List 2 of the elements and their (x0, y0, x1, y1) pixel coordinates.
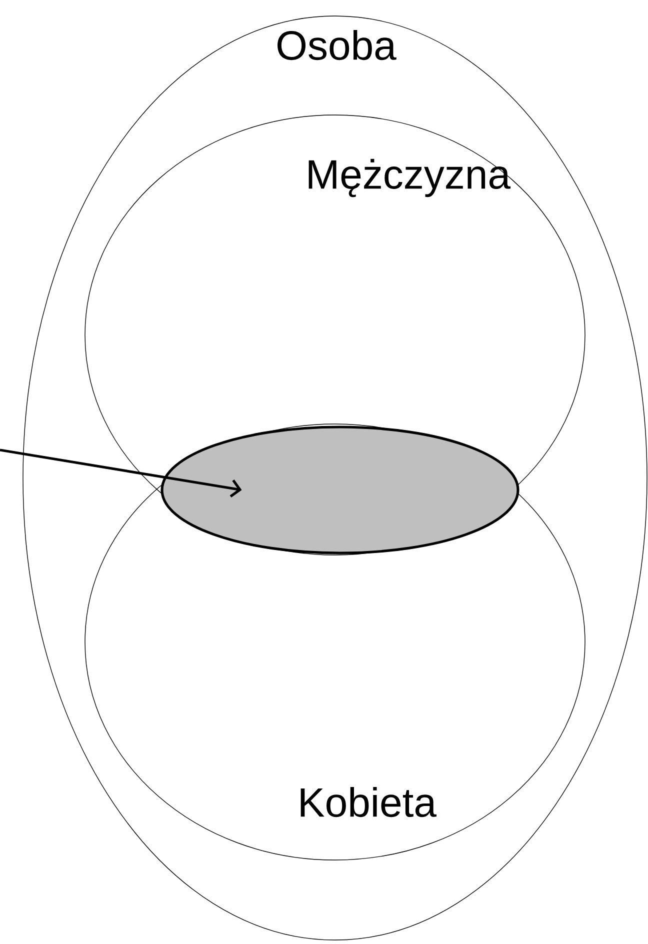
intersection-ellipse (160, 426, 520, 554)
arrow (0, 448, 242, 498)
